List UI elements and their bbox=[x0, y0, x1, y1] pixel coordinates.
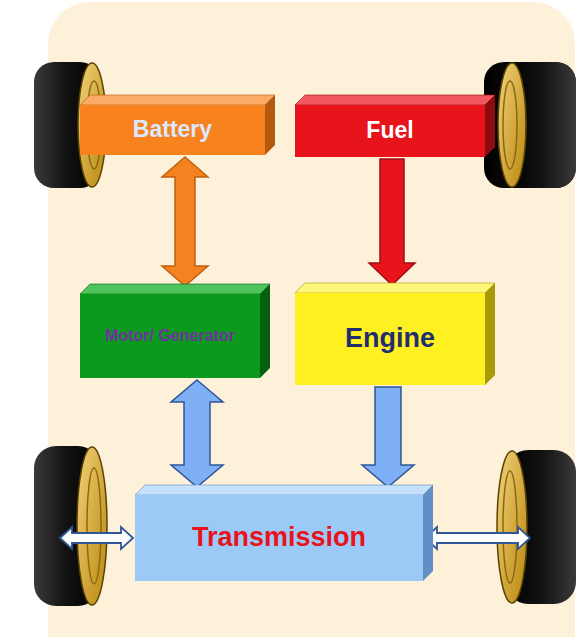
box-side bbox=[485, 283, 495, 385]
drive-arrow bbox=[171, 380, 223, 487]
motor-generator-box: Motor/ Generator bbox=[80, 284, 270, 378]
box-label: Engine bbox=[345, 324, 435, 354]
wheel-rear-left bbox=[34, 446, 107, 606]
box-face bbox=[80, 294, 260, 378]
axle-arrow bbox=[60, 527, 133, 549]
box-face bbox=[135, 495, 423, 581]
transmission-box: Transmission bbox=[135, 485, 433, 581]
wheel-front-right bbox=[484, 62, 576, 188]
box-front: Fuel bbox=[295, 105, 485, 157]
box-top bbox=[80, 95, 275, 105]
box-side bbox=[423, 485, 433, 581]
box-face bbox=[80, 105, 265, 155]
box-top bbox=[295, 283, 495, 293]
box-label: Fuel bbox=[366, 118, 413, 143]
box-top bbox=[135, 485, 433, 495]
fuel-box: Fuel bbox=[295, 95, 495, 157]
battery-box: Battery bbox=[80, 95, 275, 155]
fuel-arrow bbox=[369, 159, 415, 285]
box-label: Battery bbox=[133, 117, 212, 142]
box-top bbox=[80, 284, 270, 294]
power-arrow bbox=[162, 157, 208, 286]
box-side bbox=[265, 95, 275, 155]
box-face bbox=[295, 105, 485, 157]
box-front: Transmission bbox=[135, 495, 423, 581]
axle-arrow bbox=[425, 527, 530, 549]
box-face bbox=[295, 293, 485, 385]
drive-arrow bbox=[362, 387, 414, 487]
box-label: Motor/ Generator bbox=[105, 327, 235, 345]
box-side bbox=[260, 284, 270, 378]
box-label: Transmission bbox=[192, 523, 366, 553]
box-front: Battery bbox=[80, 105, 265, 155]
wheel-rear-right bbox=[497, 450, 576, 604]
box-front: Motor/ Generator bbox=[80, 294, 260, 378]
box-front: Engine bbox=[295, 293, 485, 385]
car-body bbox=[48, 2, 575, 637]
box-side bbox=[485, 95, 495, 157]
engine-box: Engine bbox=[295, 283, 495, 385]
box-top bbox=[295, 95, 495, 105]
